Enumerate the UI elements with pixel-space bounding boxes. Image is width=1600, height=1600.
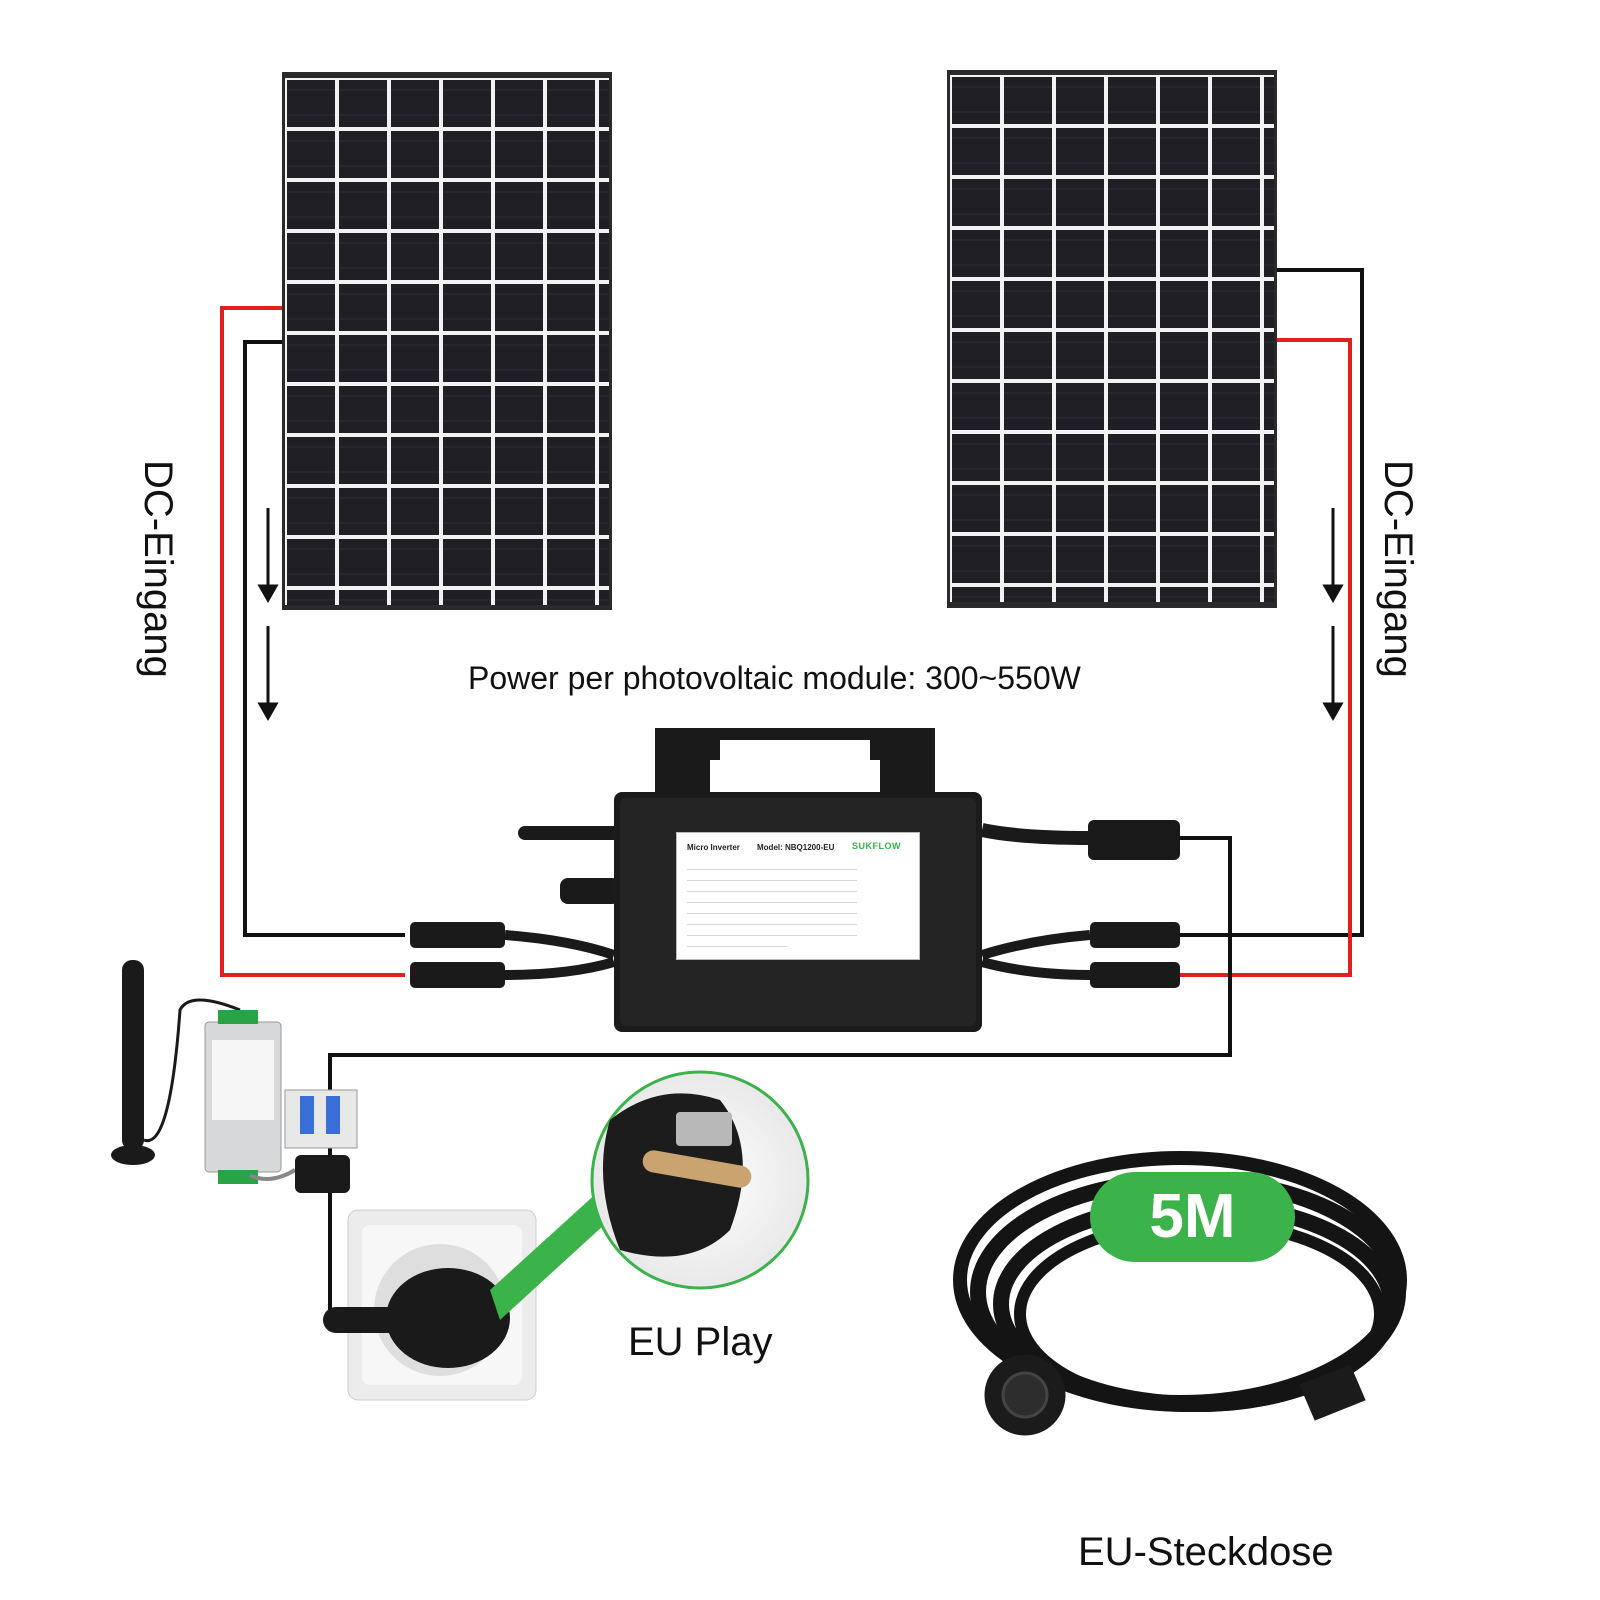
ct-clamp-icon: [249, 1155, 350, 1193]
spec-lines-left: [687, 861, 787, 949]
left-dc-wiring: [220, 306, 405, 977]
cable-length-badge: 5M: [1090, 1172, 1295, 1262]
right-dc-wiring: [1180, 268, 1364, 977]
dc-input-label-left: DC-Eingang: [136, 460, 180, 678]
plug-caption: EU Play: [628, 1320, 773, 1364]
inverter-type: Micro Inverter: [687, 843, 740, 852]
schuko-plug-icon: [590, 1070, 810, 1290]
circuit-breaker-icon: [284, 1089, 358, 1149]
power-range-caption: Power per photovoltaic module: 300~550W: [468, 660, 1081, 696]
wall-socket-icon: [323, 1190, 615, 1401]
flow-arrows-right: [1322, 508, 1344, 722]
inverter-model: Model: NBQ1200-EU: [757, 843, 835, 852]
antenna-icon: [111, 960, 155, 1165]
flow-arrows-left: [257, 508, 279, 722]
spec-lines-right: [777, 861, 857, 938]
inverter-nameplate: Micro Inverter Model: NBQ1200-EU SUKFLOW: [676, 832, 920, 960]
inverter-brand: SUKFLOW: [852, 841, 901, 851]
dc-input-label-right: DC-Eingang: [1376, 460, 1420, 678]
smart-meter-icon: [143, 998, 282, 1184]
solar-panel-left: [282, 72, 612, 610]
socket-caption: EU-Steckdose: [1078, 1530, 1334, 1574]
solar-panel-right: [947, 70, 1277, 608]
